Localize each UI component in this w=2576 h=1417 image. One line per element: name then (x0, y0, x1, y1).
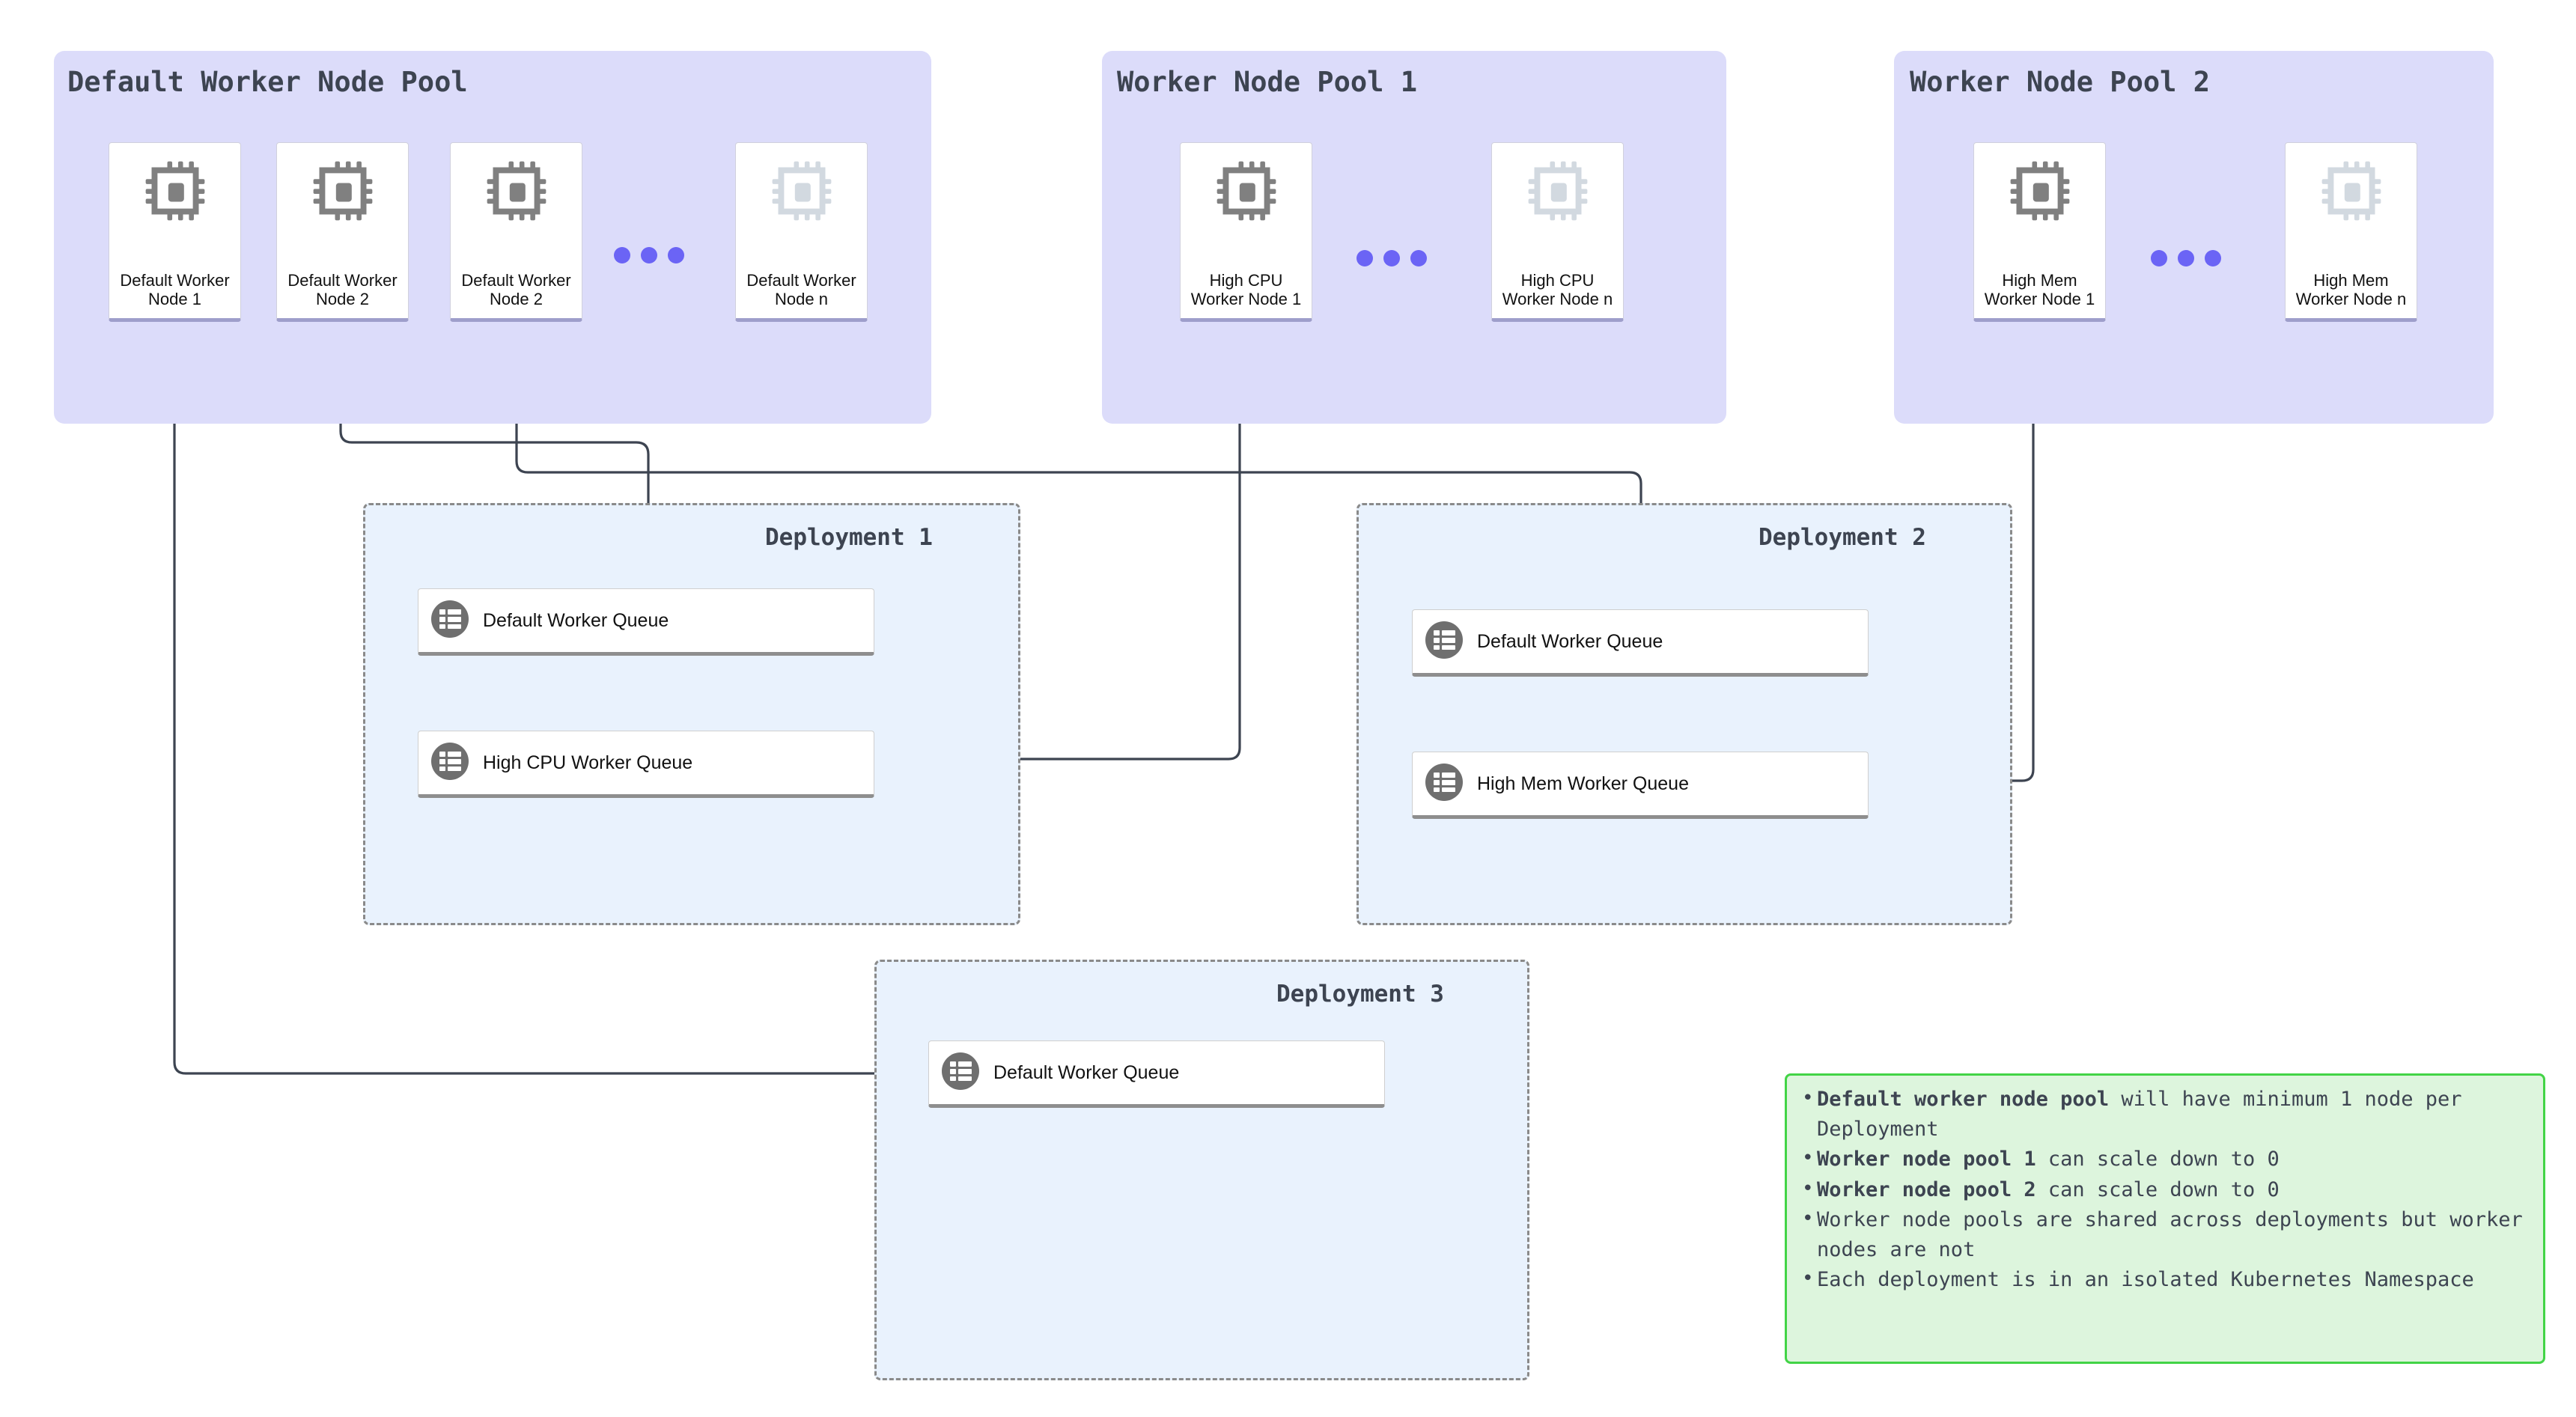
deployment-2[interactable] (1356, 503, 2012, 925)
dot (668, 247, 684, 263)
node-label: Default Worker Node 2 (461, 271, 571, 308)
legend-notes-box: Default worker node pool will have minim… (1785, 1073, 2545, 1364)
dot (641, 247, 657, 263)
legend-item-bold: Default worker node pool (1817, 1088, 2110, 1111)
legend-item-rest: can scale down to 0 (2035, 1177, 2280, 1201)
legend-item-bold: Worker node pool 1 (1817, 1148, 2036, 1171)
dot (1356, 250, 1373, 266)
cpu-chip-icon (1526, 159, 1589, 226)
legend-item: Default worker node pool will have minim… (1802, 1084, 2531, 1145)
node-default-worker-node-2-duplicate[interactable]: Default Worker Node 2 (450, 142, 582, 322)
queue-list-icon (940, 1050, 981, 1096)
queue-card[interactable]: High CPU Worker Queue (418, 731, 874, 798)
deployment-1-title: Deployment 1 (765, 524, 933, 551)
dot (1410, 250, 1427, 266)
queue-label: High Mem Worker Queue (1477, 773, 1689, 794)
dot (2205, 250, 2221, 266)
cpu-chip-icon (485, 159, 548, 226)
node-label: Default Worker Node 1 (120, 271, 230, 308)
queue-list-icon (429, 740, 471, 786)
node-default-worker-node-1[interactable]: Default Worker Node 1 (109, 142, 241, 322)
cpu-chip-icon (2009, 159, 2071, 226)
deployment-3-title: Deployment 3 (1276, 981, 1444, 1008)
deployment-2-title: Deployment 2 (1759, 524, 1926, 551)
node-default-worker-node-2[interactable]: Default Worker Node 2 (276, 142, 409, 322)
legend-item: Each deployment is in an isolated Kubern… (1802, 1264, 2531, 1295)
legend-item: Worker node pool 2 can scale down to 0 (1802, 1174, 2531, 1205)
dot (2151, 250, 2167, 266)
legend-item-rest: can scale down to 0 (2035, 1148, 2280, 1171)
legend-item-bold: Worker node pool 2 (1817, 1177, 2036, 1201)
legend-item: Worker node pools are shared across depl… (1802, 1204, 2531, 1265)
deployment-3[interactable] (874, 960, 1529, 1380)
node-label: High Mem Worker Node n (2295, 271, 2407, 308)
queue-list-icon (1423, 761, 1465, 807)
cpu-chip-icon (144, 159, 207, 226)
queue-label: High CPU Worker Queue (483, 752, 693, 773)
queue-card[interactable]: Default Worker Queue (928, 1040, 1385, 1108)
node-label: High CPU Worker Node n (1502, 271, 1613, 308)
cpu-chip-icon (770, 159, 833, 226)
legend-item-rest: Each deployment is in an isolated Kubern… (1817, 1268, 2474, 1292)
node-default-worker-node-n[interactable]: Default Worker Node n (735, 142, 868, 322)
node-high-mem-worker-node-n[interactable]: High Mem Worker Node n (2285, 142, 2417, 322)
dot (614, 247, 630, 263)
queue-label: Default Worker Queue (993, 1061, 1180, 1083)
cpu-chip-icon (2320, 159, 2383, 226)
ellipsis-dots-pool-default (614, 247, 684, 263)
queue-card[interactable]: Default Worker Queue (418, 588, 874, 656)
node-label: Default Worker Node 2 (287, 271, 398, 308)
legend-item-rest: will have minimum 1 node per Deployment (1817, 1088, 2462, 1142)
queue-label: Default Worker Queue (483, 609, 669, 631)
queue-list-icon (1423, 619, 1465, 665)
pool-title-2: Worker Node Pool 2 (1910, 66, 2210, 98)
queue-card[interactable]: Default Worker Queue (1412, 609, 1869, 677)
pool-title-default: Default Worker Node Pool (67, 66, 468, 98)
legend-item-rest: Worker node pools are shared across depl… (1817, 1207, 2523, 1262)
ellipsis-dots-pool-2 (2151, 250, 2221, 266)
node-label: High Mem Worker Node 1 (1984, 271, 2095, 308)
cpu-chip-icon (311, 159, 374, 226)
node-high-cpu-worker-node-1[interactable]: High CPU Worker Node 1 (1180, 142, 1312, 322)
ellipsis-dots-pool-1 (1356, 250, 1427, 266)
queue-label: Default Worker Queue (1477, 630, 1663, 652)
cpu-chip-icon (1215, 159, 1278, 226)
node-label: Default Worker Node n (746, 271, 856, 308)
queue-list-icon (429, 598, 471, 644)
queue-card[interactable]: High Mem Worker Queue (1412, 752, 1869, 819)
legend-item: Worker node pool 1 can scale down to 0 (1802, 1144, 2531, 1174)
dot (1383, 250, 1400, 266)
node-high-cpu-worker-node-n[interactable]: High CPU Worker Node n (1491, 142, 1624, 322)
node-label: High CPU Worker Node 1 (1190, 271, 1302, 308)
deployment-1[interactable] (363, 503, 1020, 925)
legend-list: Default worker node pool will have minim… (1800, 1084, 2531, 1296)
pool-title-1: Worker Node Pool 1 (1117, 66, 1417, 98)
node-high-mem-worker-node-1[interactable]: High Mem Worker Node 1 (1973, 142, 2106, 322)
dot (2178, 250, 2194, 266)
